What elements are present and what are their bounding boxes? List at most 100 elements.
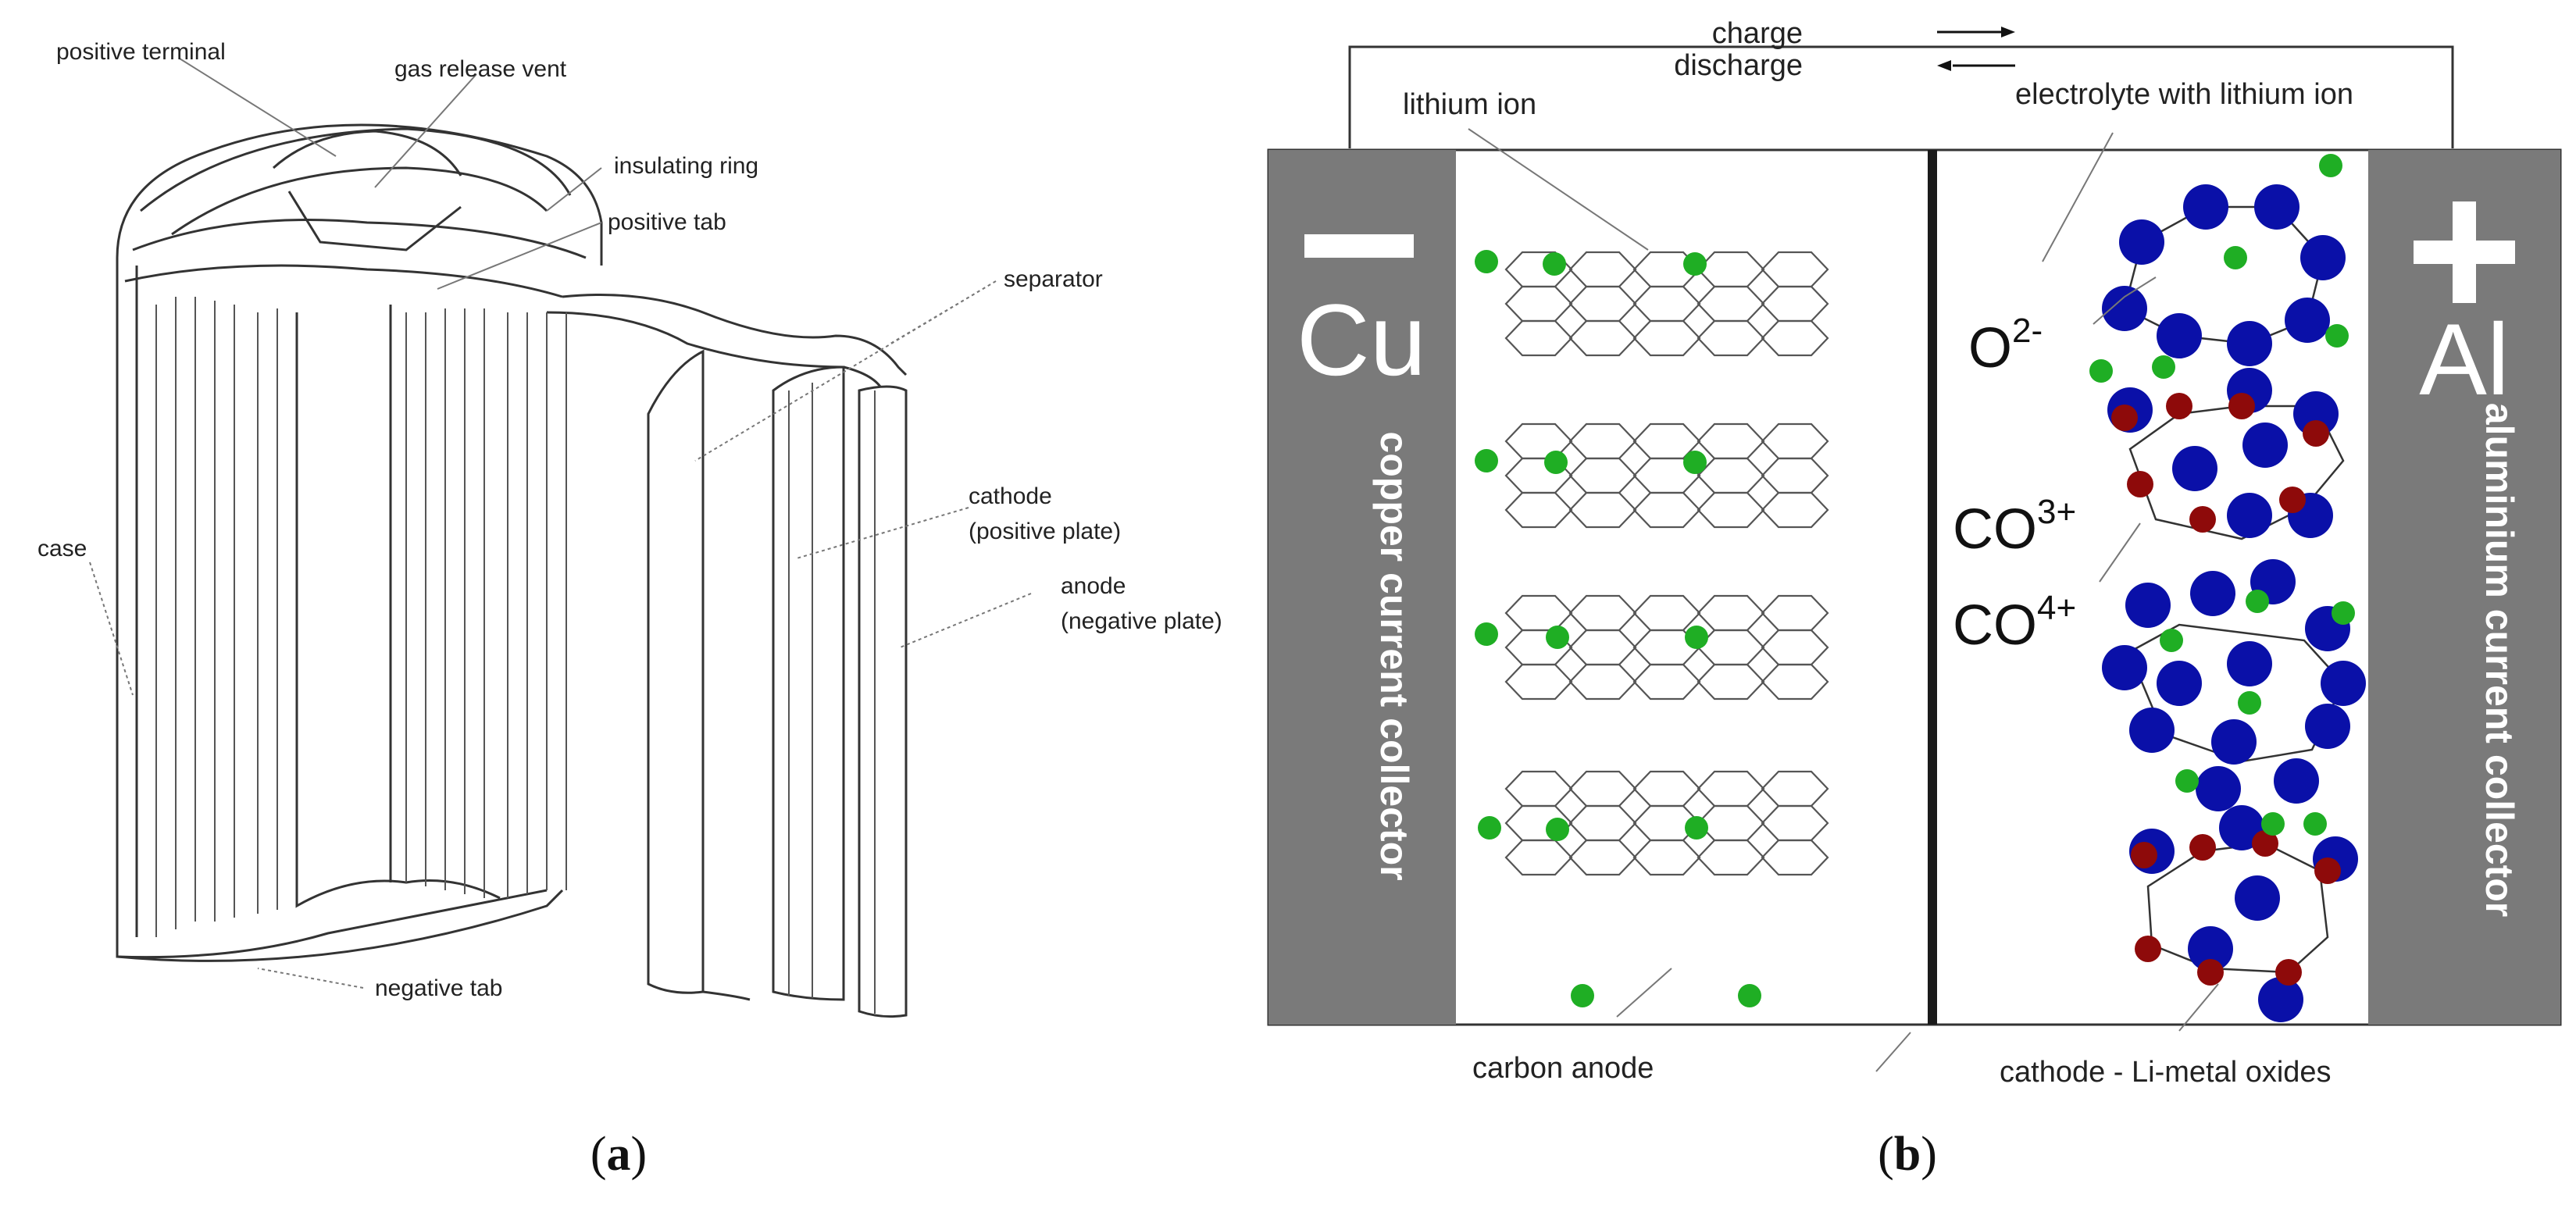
lithium-ion-dot <box>1685 626 1708 649</box>
cobalt-atom <box>2252 830 2278 857</box>
oxygen-atom <box>2305 704 2350 749</box>
oxygen-atom <box>2157 661 2202 706</box>
leader-o2 <box>2093 276 2157 325</box>
lithium-ion-dot <box>2261 812 2285 836</box>
leader-lithium-ion <box>1468 128 1649 251</box>
gas-vent-shape <box>287 191 462 251</box>
label-gas-release-vent: gas release vent <box>394 56 567 82</box>
oxygen-atom <box>2227 493 2272 538</box>
lithium-ion-dot <box>1683 451 1707 474</box>
leader-co <box>2099 522 2141 583</box>
caption-b: (b) <box>1878 1128 1937 1181</box>
left-plates <box>155 297 278 937</box>
leader-gas-vent <box>374 73 477 188</box>
cobalt-atom <box>2197 959 2224 986</box>
lithium-ion-dot <box>2332 601 2355 625</box>
label-al: Al <box>2419 302 2510 416</box>
cobalt-atom <box>2189 506 2216 533</box>
label-cathode: cathode <box>969 483 1052 509</box>
graphite-hexagon <box>1697 491 1765 529</box>
anode-lithium-ions <box>1475 250 1761 1007</box>
oxygen-atom <box>2129 708 2175 753</box>
center-plates <box>405 308 567 898</box>
leader-cathode <box>796 507 969 559</box>
leader-case <box>89 562 134 696</box>
lithium-ion-dot <box>2246 590 2269 613</box>
graphite-hexagon <box>1568 839 1637 876</box>
graphite-hexagon <box>1761 839 1829 876</box>
oxygen-atom <box>2285 298 2330 343</box>
lithium-ion-dot <box>1544 451 1568 474</box>
separator-sweep-2 <box>546 311 884 391</box>
oxygen-atom <box>2300 235 2346 280</box>
lithium-ion-dot <box>2152 355 2175 379</box>
lithium-ion-schematic: charge discharge Cu copper current colle… <box>1267 17 2562 1181</box>
oxygen-atom <box>2274 758 2319 804</box>
graphite-hexagon <box>1568 319 1637 357</box>
oxygen-atom <box>2183 184 2228 230</box>
oxygen-atom <box>2196 766 2241 811</box>
lithium-ion-dot <box>2325 324 2349 348</box>
graphite-hexagon <box>1761 491 1829 529</box>
cap-dome-inner <box>171 166 548 236</box>
core-left <box>295 312 501 908</box>
graphite-hexagon <box>1632 663 1701 701</box>
graphite-hexagon <box>1761 319 1829 357</box>
label-positive-tab: positive tab <box>608 209 726 235</box>
label-charge: charge <box>1712 17 1803 50</box>
case-bottom <box>116 889 564 962</box>
cobalt-atom <box>2275 959 2302 986</box>
oxygen-atom <box>2254 184 2299 230</box>
oxygen-atom <box>2321 661 2366 706</box>
graphite-hexagon <box>1504 663 1573 701</box>
minus-sign <box>1304 234 1414 258</box>
graphite-hexagon <box>1504 319 1573 357</box>
label-cu: Cu <box>1297 283 1426 397</box>
oxygen-atom <box>2102 286 2147 331</box>
label-lithium-ion: lithium ion <box>1403 88 1536 121</box>
positive-terminal-dome <box>272 130 462 176</box>
sheet-edge <box>702 990 751 1001</box>
graphite-hexagon <box>1568 663 1637 701</box>
graphite-hexagon <box>1697 839 1765 876</box>
label-o2: O2- <box>1968 312 2043 380</box>
graphite-hexagon <box>1632 319 1701 357</box>
cap-bottom-line <box>124 264 563 298</box>
cobalt-atom <box>2111 405 2138 431</box>
label-copper-collector: copper current collector <box>1372 431 1416 880</box>
graphite-hexagon <box>1697 663 1765 701</box>
cap-dome-outer <box>140 127 572 212</box>
cobalt-atom <box>2314 857 2341 884</box>
cathode-atoms <box>2089 154 2366 1022</box>
label-carbon-anode: carbon anode <box>1472 1052 1654 1085</box>
cobalt-atom <box>2303 420 2329 447</box>
insulating-ring-line <box>132 219 587 259</box>
graphite-hexagon <box>1568 491 1637 529</box>
charge-arrowhead <box>2001 27 2015 37</box>
oxygen-atom <box>2227 641 2272 686</box>
label-separator: separator <box>1004 266 1103 292</box>
oxygen-atom <box>2211 719 2257 765</box>
discharge-arrowhead <box>1937 60 1951 71</box>
lithium-ion-dot <box>1546 818 1569 841</box>
cathode-sheet <box>772 365 845 1001</box>
label-discharge: discharge <box>1674 49 1803 82</box>
lithium-ion-dot <box>2319 154 2342 177</box>
leader-negative-tab <box>257 968 364 989</box>
oxygen-atom <box>2227 321 2272 366</box>
cobalt-atom <box>2228 393 2255 419</box>
oxygen-atom <box>2188 926 2233 971</box>
lithium-ion-dot <box>1683 252 1707 276</box>
copper-current-collector <box>1268 150 1456 1025</box>
label-positive-terminal: positive terminal <box>56 39 226 65</box>
leader-positive-terminal <box>179 58 337 157</box>
leader-insulating-ring <box>546 167 602 212</box>
oxygen-atom <box>2172 446 2217 491</box>
lithium-ion-dot <box>1685 816 1708 840</box>
oxide-bond-ring <box>2146 842 2329 974</box>
separator-membrane <box>1928 150 1937 1025</box>
graphite-hexagon <box>1761 663 1829 701</box>
oxygen-atom <box>2235 875 2280 921</box>
caption-a: (a) <box>590 1128 647 1181</box>
anode-sheet <box>858 385 908 1018</box>
